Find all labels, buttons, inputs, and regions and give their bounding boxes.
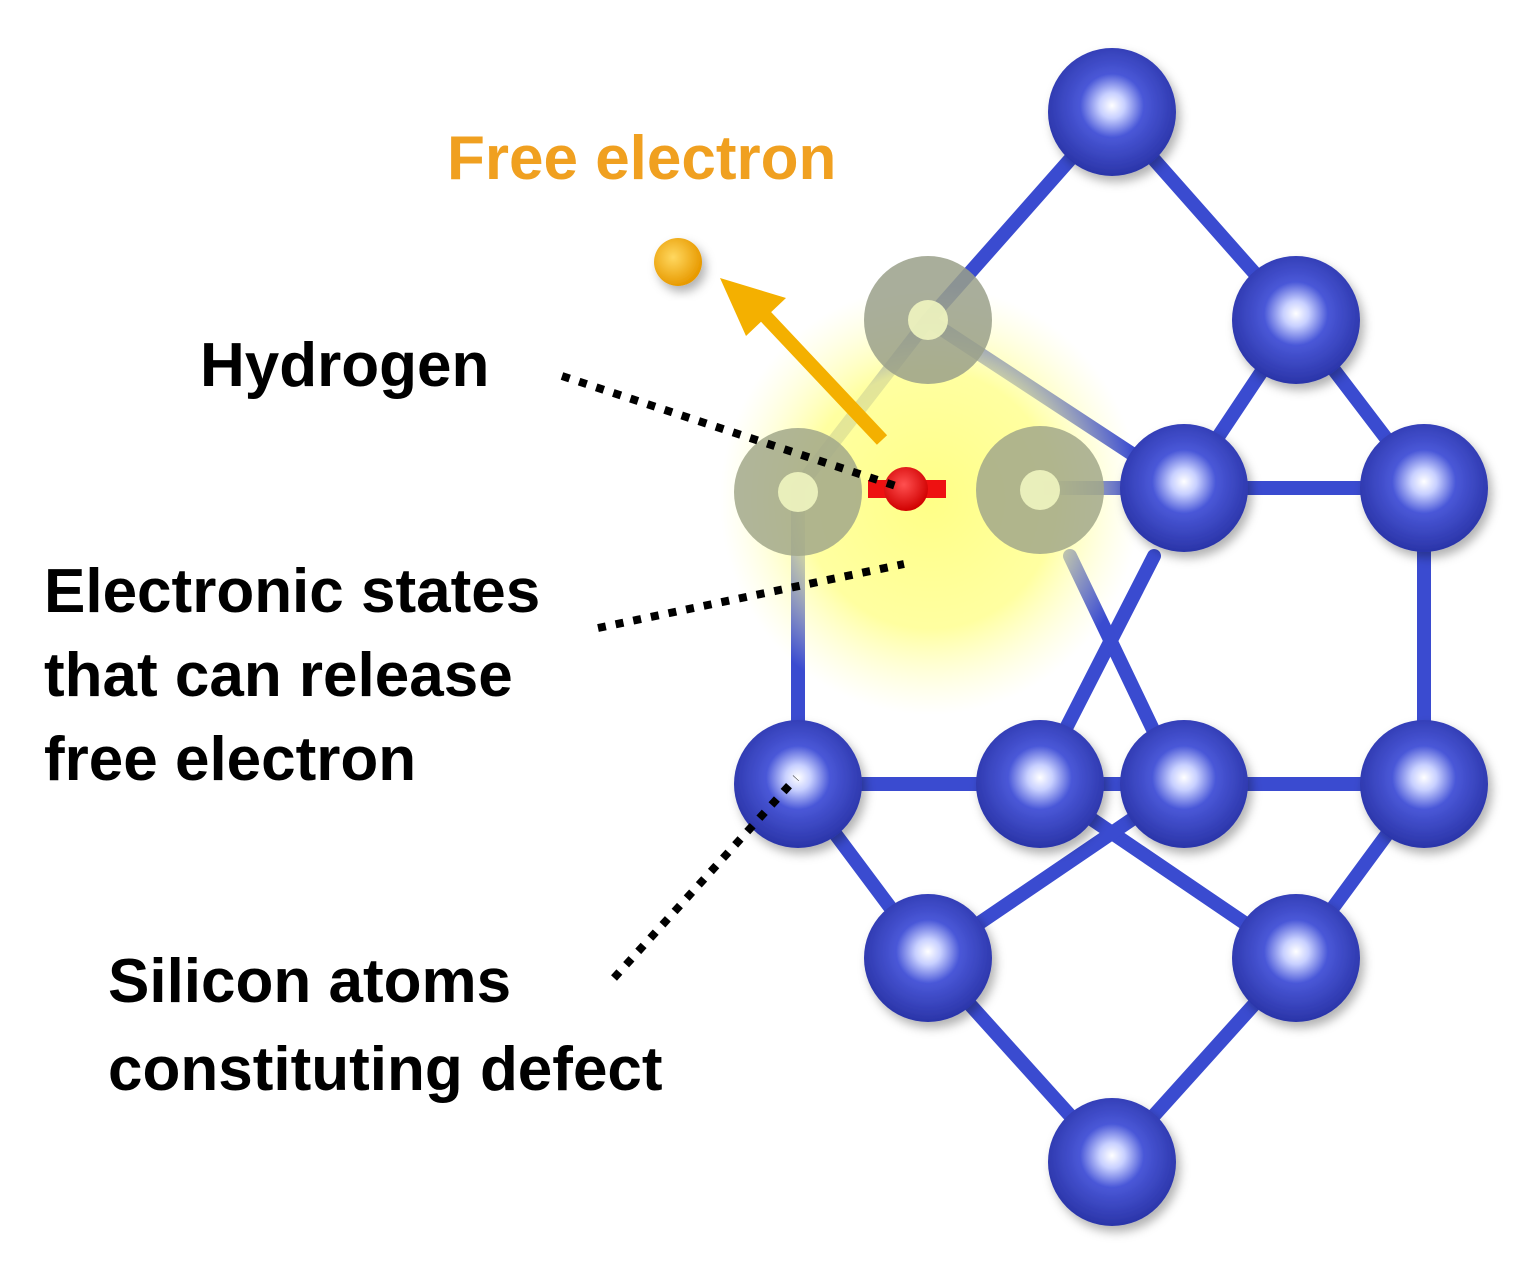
silicon-atom [1048, 48, 1176, 176]
silicon-atom-in-glow [908, 300, 948, 340]
silicon-atoms [734, 48, 1488, 1226]
electronic-states-line-3: free electron [44, 725, 417, 794]
electronic-states-label: Electronic states that can release free … [44, 550, 540, 802]
silicon-atom [1120, 720, 1248, 848]
silicon-atom [976, 720, 1104, 848]
silicon-atom [864, 894, 992, 1022]
silicon-atom [1232, 256, 1360, 384]
free-electron-icon [654, 238, 702, 286]
electronic-states-line-2: that can release [44, 641, 513, 710]
hydrogen-label: Hydrogen [200, 331, 490, 400]
silicon-atom-in-glow [778, 472, 818, 512]
free-electron-label: Free electron [447, 124, 837, 193]
electronic-state-glow [720, 285, 1140, 715]
silicon-atom-in-glow [1020, 470, 1060, 510]
silicon-atoms-line-1: Silicon atoms [108, 947, 512, 1016]
silicon-atom [1120, 424, 1248, 552]
emission-arrow [746, 297, 888, 445]
silicon-atom [1232, 894, 1360, 1022]
electronic-states-line-1: Electronic states [44, 557, 541, 626]
silicon-atom [1360, 720, 1488, 848]
silicon-atoms-label: Silicon atoms constituting defect [108, 938, 663, 1114]
silicon-atoms-line-2: constituting defect [108, 1035, 663, 1104]
leader-lines [560, 372, 905, 981]
silicon-atom [1360, 424, 1488, 552]
emission-arrow-head [720, 278, 786, 336]
hydrogen-leader-line [560, 372, 904, 492]
defect-atoms-in-glow [734, 256, 1104, 556]
silicon-atom [1048, 1098, 1176, 1226]
hydrogen-icon [884, 467, 928, 511]
